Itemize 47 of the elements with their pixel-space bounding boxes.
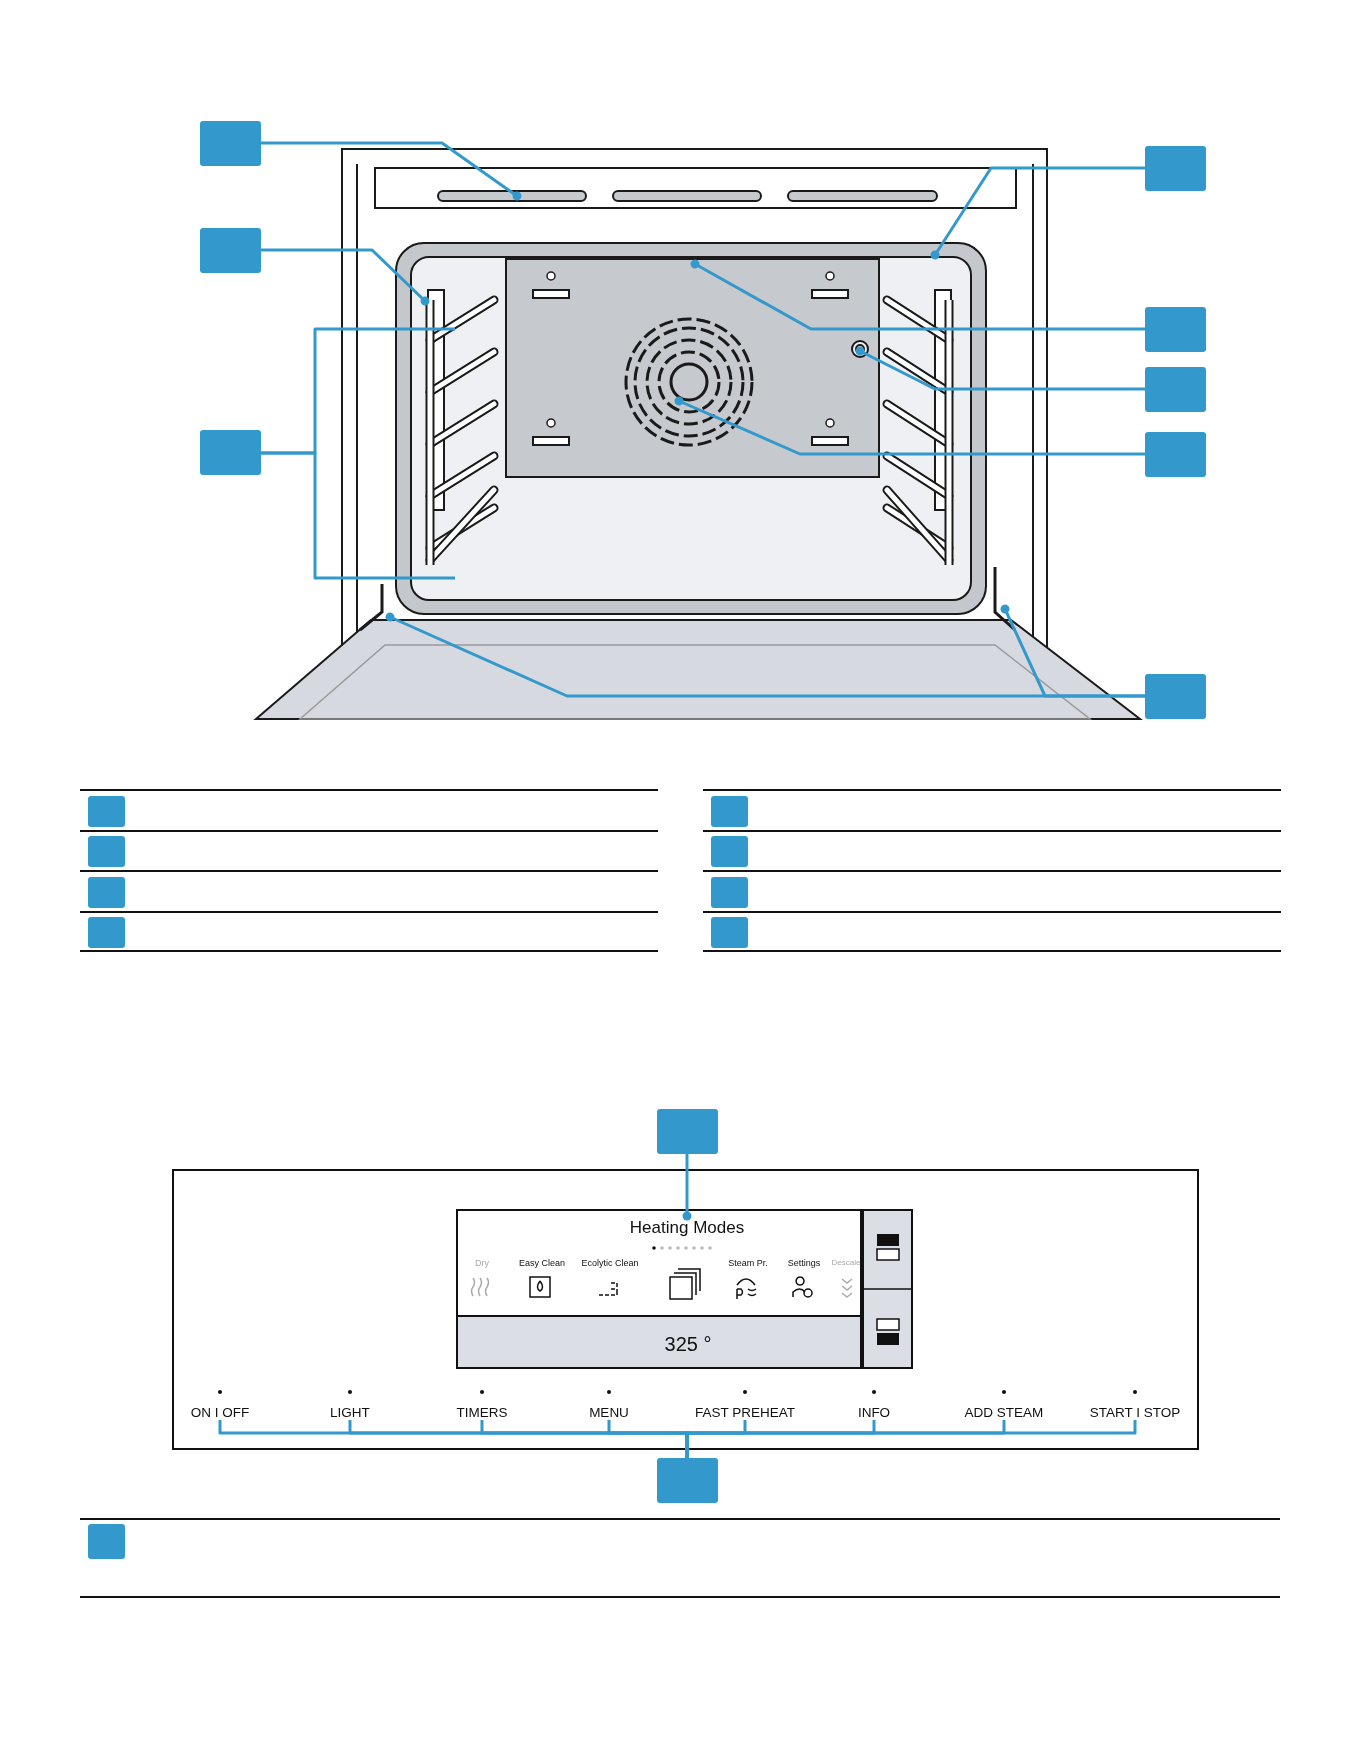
callout-marker (88, 796, 125, 827)
leader-line (685, 1420, 1137, 1458)
touch-button: START I STOP (1073, 1386, 1197, 1420)
callout-marker (711, 796, 748, 827)
leader-line (261, 248, 430, 306)
leader-line (682, 1154, 692, 1221)
leader-line (261, 451, 455, 580)
callout-marker (657, 1458, 718, 1503)
mode-label: Settings (787, 1258, 821, 1268)
touch-button: INFO (812, 1386, 936, 1420)
touch-button: ADD STEAM (942, 1386, 1066, 1420)
display-screen (456, 1209, 862, 1369)
callout-marker (88, 1524, 125, 1559)
callout-marker (711, 877, 748, 908)
leader-line (930, 166, 1145, 260)
leader-line (674, 396, 1145, 456)
callout-marker (1145, 674, 1206, 719)
callout-marker (657, 1109, 718, 1154)
mode-label: Ecolytic Clean (581, 1258, 639, 1268)
callout-marker (711, 917, 748, 948)
mode-label: Dry (475, 1258, 489, 1268)
callout-marker (88, 836, 125, 867)
mode-label: Easy Clean (519, 1258, 565, 1268)
callout-marker (200, 228, 261, 273)
leader-line (261, 141, 522, 201)
callout-marker (1145, 367, 1206, 412)
touch-button: ON I OFF (158, 1386, 282, 1420)
mode-label: Steam Pr. (728, 1258, 768, 1268)
callout-marker (711, 836, 748, 867)
screen-heading: Heating Modes (627, 1216, 747, 1240)
leader-line (385, 612, 1145, 698)
temperature-readout: 325 ° (664, 1333, 712, 1356)
mode-label: Descale (831, 1258, 861, 1267)
touch-button: MENU (547, 1386, 671, 1420)
callout-marker (200, 121, 261, 166)
touch-button: FAST PREHEAT (683, 1386, 807, 1420)
leader-line (855, 346, 1145, 391)
touch-button: TIMERS (420, 1386, 544, 1420)
callout-marker (88, 917, 125, 948)
callout-marker (1145, 432, 1206, 477)
callout-marker (200, 430, 261, 475)
leader-line (690, 259, 1145, 331)
callout-marker (1145, 146, 1206, 191)
control-panel (172, 1169, 1199, 1450)
touch-button: LIGHT (288, 1386, 412, 1420)
callout-marker (88, 877, 125, 908)
callout-marker (1145, 307, 1206, 352)
